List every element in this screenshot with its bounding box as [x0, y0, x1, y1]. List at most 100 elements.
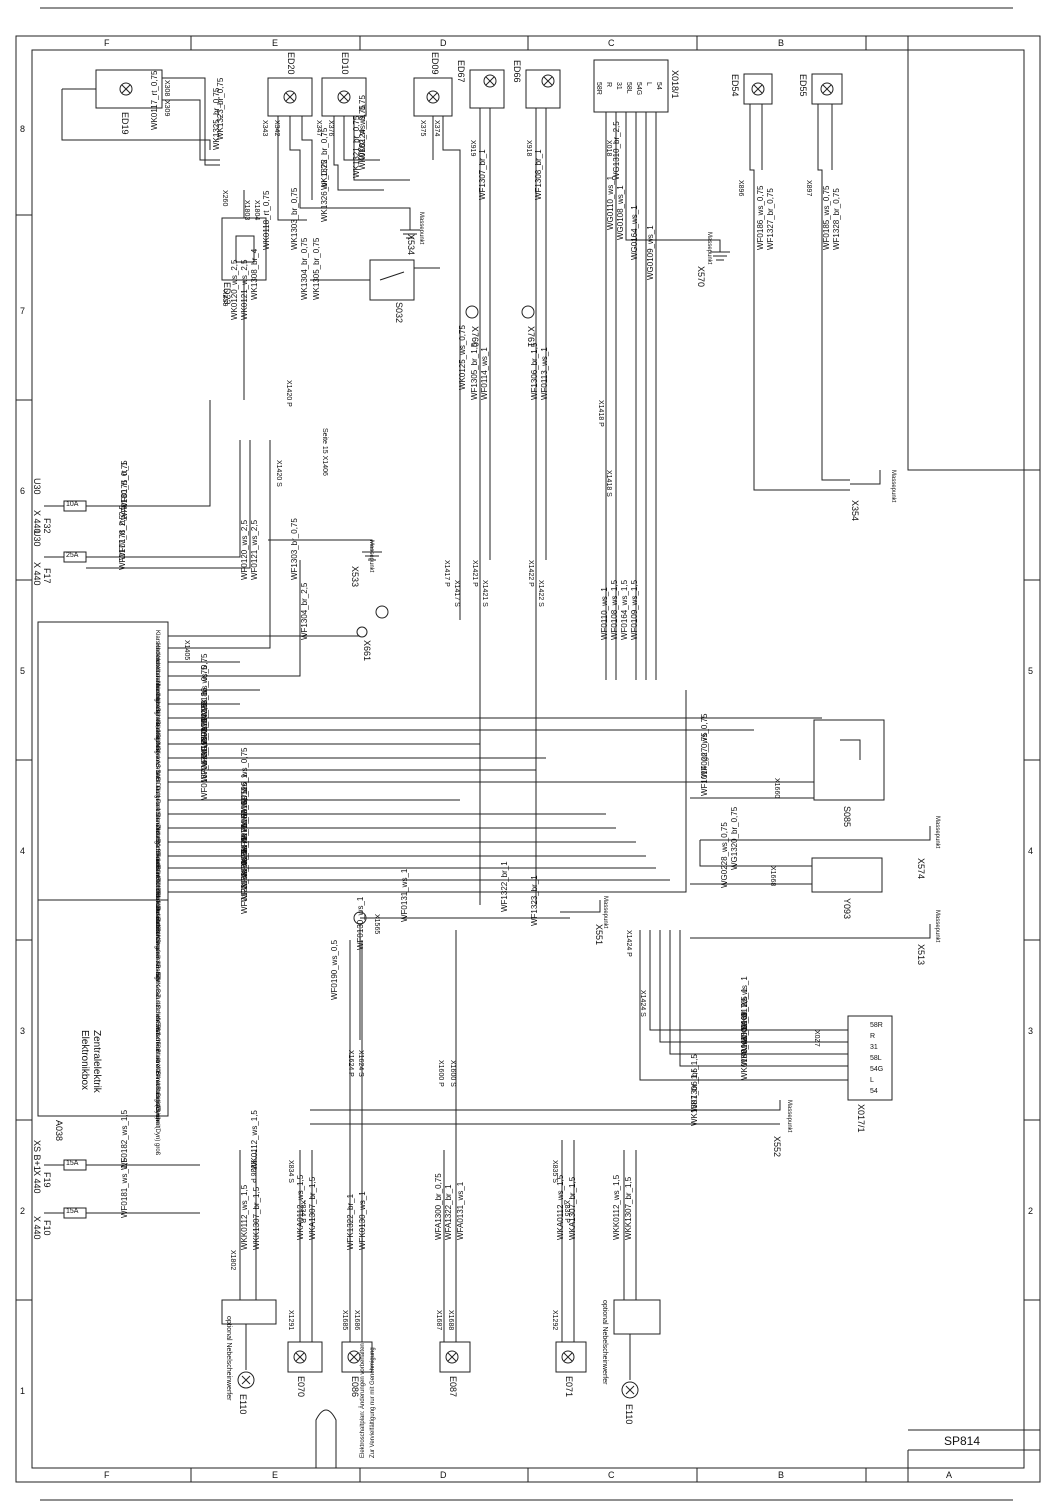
wire-label: WF0185_ws_0,75	[822, 185, 831, 250]
wire-label: WF1307_br_1	[478, 149, 487, 200]
wire-label: WF1328_br_0,75	[832, 188, 841, 250]
wire-label: WK1308_br_4	[250, 248, 259, 300]
connector-label: X1624 S	[357, 1050, 364, 1077]
footer-note: Zur Vervielfältigung nur mit Genehmigung	[370, 1347, 376, 1458]
connector-label: X1418 P	[597, 400, 604, 427]
component-label: F32	[42, 518, 52, 534]
component-label: X017/1	[856, 1104, 866, 1133]
connector-label: X1624 P	[347, 1050, 354, 1077]
component-label: ED20	[286, 52, 296, 75]
wire-label: WF0190_ws_0,5	[330, 939, 339, 1000]
connector-label: U30	[32, 530, 42, 547]
sheet-id: SP814	[944, 1434, 981, 1448]
connector-label: X1804	[253, 200, 260, 221]
wire-label: WF0114_ws_1	[480, 347, 489, 400]
wire-label: WF0128_ws_0,75	[240, 849, 249, 914]
connector-label: X1424 S	[639, 990, 646, 1017]
connector-label: X835 S	[551, 1160, 558, 1183]
connector-label: X919	[469, 140, 476, 157]
grid-letter-bottom: B	[778, 1470, 785, 1480]
connector-label: X 440	[32, 1170, 42, 1194]
wire-label: WF1327_br_0,75	[766, 188, 775, 250]
wire-label: WF0164_ws_1,5	[620, 579, 629, 640]
connector-label: X342	[273, 120, 280, 137]
wire-label: WF0120_ws_2,5	[240, 519, 249, 580]
x017-pin: 31	[870, 1044, 878, 1051]
connector-label: X1685	[341, 1310, 348, 1331]
component-label: ED10	[340, 52, 350, 75]
fuse-rating: 10A	[66, 501, 79, 508]
component-label: ED54	[730, 74, 740, 97]
grid-number-right: 3	[1028, 1026, 1034, 1036]
connector-label: X260	[221, 190, 228, 207]
wire-label: WF1306_br_1,5	[530, 342, 539, 400]
component-label: F19	[42, 1172, 52, 1188]
connector-label: U30	[32, 478, 42, 495]
connector-label: X1802	[229, 1250, 236, 1271]
a038-title: Elektronikbox	[79, 1030, 90, 1091]
grid-letter-bottom: F	[104, 1470, 110, 1480]
connector-label: X835 P	[563, 1200, 570, 1223]
wire-label: WK1303_br_0,75	[290, 187, 299, 250]
component-label: F10	[42, 1220, 52, 1236]
grid-number: 8	[20, 124, 26, 134]
grid-letter-bottom: E	[272, 1470, 279, 1480]
grid-number: 1	[20, 1386, 26, 1396]
connector-label: X1291	[287, 1310, 294, 1331]
wire-label: WK1323_br_0,75	[216, 77, 225, 140]
x018-pin: 31	[615, 82, 622, 90]
x017-pin: 54	[870, 1088, 878, 1095]
note-label: optional Nebelscheinwerfer	[225, 1316, 232, 1401]
wire-label: WK1321_br_0,75	[352, 115, 361, 178]
ground-label: Massepunkt	[934, 816, 940, 849]
component-label: F17	[42, 568, 52, 584]
x018-pin: 58R	[595, 82, 602, 95]
a038-pin-label: AS vom (Dyn) groß	[154, 1104, 160, 1156]
connector-label: X1660	[773, 778, 780, 799]
connector-label: X 440	[32, 1216, 42, 1240]
footer-note: Elektroschaltplan: Änderungen vorbehalte…	[360, 1343, 366, 1458]
grid-letter-bottom: A	[946, 1470, 953, 1480]
wire-label: WF0131_ws_1	[400, 868, 409, 922]
component-label: A038	[54, 1120, 64, 1142]
connector-label: X 440	[32, 562, 42, 586]
wire-label: WF1322_br_1	[500, 861, 509, 912]
connector-label: X374	[433, 120, 440, 137]
wire-label: WF1303_br_0,75	[290, 518, 299, 580]
connector-label: X1417 S	[453, 580, 460, 607]
component-label: X661	[362, 640, 372, 662]
connector-label: X018	[605, 140, 612, 157]
wire-label: WG1310_br_2,5	[612, 121, 621, 180]
connector-label: X918	[525, 140, 532, 157]
component-label: Y093	[842, 898, 852, 920]
wire-label: WK0125_ws_0,75	[458, 325, 467, 390]
a038-pin-label: frei	[154, 972, 160, 981]
wire-label: WF0181_ws_1,5	[120, 1157, 129, 1218]
connector-label: X1688	[447, 1310, 454, 1331]
connector-label: X343	[261, 120, 268, 137]
connector-label: X375	[419, 120, 426, 137]
note-label: optional Nebelscheinwerfer	[601, 1300, 608, 1385]
x018-pin: L	[645, 82, 652, 86]
connector-label: X1421 S	[481, 580, 488, 607]
grid-number: 4	[20, 846, 26, 856]
connector-label: X836 P	[249, 1160, 256, 1183]
component-label: X533	[350, 566, 360, 588]
wire-label: WK0120_ws_2,5	[230, 259, 239, 320]
wire-label: WF0177_rt_2,5	[118, 514, 127, 570]
x018-pin: R	[605, 82, 612, 88]
fuse-rating: 15A	[66, 1160, 79, 1167]
connector-label: X1422 P	[527, 560, 534, 587]
connector-label: X834 P	[299, 1200, 306, 1223]
connector-label: X1565	[373, 914, 380, 935]
connector-label: X1418 S	[605, 470, 612, 497]
wire-label: WG1320_br_0,75	[730, 806, 739, 870]
connector-label: X1687	[435, 1310, 442, 1331]
wire-label: WFA0131_ws_1	[456, 1181, 465, 1240]
grid-number: 7	[20, 306, 26, 316]
component-label: E110	[238, 1394, 248, 1415]
note-label: Seite 15 X1406	[321, 428, 328, 476]
wire-label: WG0164_ws_1	[630, 205, 639, 260]
component-label: X513	[916, 944, 926, 966]
grid-number-right: 2	[1028, 1206, 1034, 1216]
